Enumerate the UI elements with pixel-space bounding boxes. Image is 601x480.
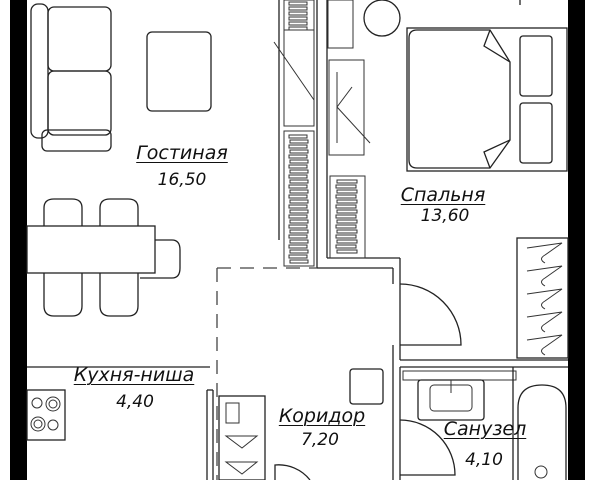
hanger-stripe [336,239,358,244]
sofa [30,3,112,152]
room-name: Кухня-ниша [73,364,195,386]
entrance-door [274,464,311,480]
hanger-stripe [288,16,308,21]
room-label-living: Гостиная [136,142,228,164]
hanger-stripe [289,199,309,204]
kitchen-cooktop [26,389,66,441]
room-name: Санузел [443,418,527,440]
bedroom-wardrobe-right [516,237,569,359]
hanger-stripe [336,179,358,184]
hanger-stripe [288,154,308,159]
hanger-stripe [289,159,309,164]
hanger-stripe [336,209,358,214]
hanger-icon [526,242,563,264]
sink [402,370,517,421]
hanger-stripe [335,194,357,199]
hanger-stripe [289,229,309,234]
hanger-icon [526,311,563,333]
bed [406,27,568,172]
hanger-stripe [289,139,309,144]
hanger-stripe [288,21,308,26]
hanger-stripe [288,184,308,189]
hanger-icon [526,334,563,356]
hanger-stripe [289,239,309,244]
hanger-stripe [288,194,308,199]
hanger-stripe [288,174,308,179]
hanger-stripe [289,179,309,184]
hanger-stripe [288,1,308,6]
hanger-stripe [335,214,357,219]
room-name: Гостиная [136,142,228,164]
hanger-stripe [288,144,308,149]
hanger-stripe [289,149,309,154]
hanger-stripe [336,189,358,194]
hanger-stripe [336,249,358,254]
hanger-stripe [288,204,308,209]
hanger-stripe [288,134,308,139]
hanger-stripe [289,169,309,174]
hanger-stripe [288,224,308,229]
corridor-wardrobe [218,395,266,480]
hanger-stripes [288,1,358,264]
room-label-bathroom: Санузел [444,418,527,440]
hanger-stripe [288,6,308,11]
hanger-stripe [336,229,358,234]
interior-walls [27,0,568,480]
left-exterior-wall [10,0,27,480]
right-exterior-wall [568,0,585,480]
room-area-kitchen: 4,40 [116,392,154,412]
hanger-stripe [288,254,308,259]
hanger-stripe [336,199,358,204]
room-name: Спальня [400,184,486,206]
round-table [363,0,401,37]
living-wardrobe [273,0,315,267]
bathtub [512,367,567,480]
bedroom-hangers [526,242,563,356]
hanger-stripe [288,214,308,219]
hanger-stripe [288,164,308,169]
bedroom-door [399,283,462,346]
room-area-living: 16,50 [157,170,207,190]
hanger-stripe [335,224,357,229]
zone-boundaries [216,267,317,480]
coffee-table [146,31,212,112]
bathroom-door [399,419,456,476]
dining-table [26,198,181,317]
hanger-stripe [289,259,309,264]
hanger-stripe [289,219,309,224]
bedroom-wardrobe [327,0,371,259]
hanger-stripe [336,219,358,224]
hanger-stripe [335,204,357,209]
room-area-corridor: 7,20 [301,430,339,450]
hanger-stripe [288,26,308,31]
hanger-icon [526,265,563,287]
room-label-corridor: Коридор [279,405,365,427]
hanger-stripe [335,234,357,239]
room-label-bedroom: Спальня [401,184,486,206]
room-name: Коридор [278,405,366,427]
hanger-icon [526,288,563,310]
hanger-stripe [289,189,309,194]
hanger-stripe [335,244,357,249]
hanger-stripe [288,244,308,249]
hanger-stripe [289,249,309,254]
pouf [349,368,384,405]
room-area-bedroom: 13,60 [420,206,470,226]
hanger-stripe [289,209,309,214]
room-label-kitchen: Кухня-ниша [74,364,195,386]
hanger-stripe [335,184,357,189]
hanger-stripe [288,234,308,239]
room-area-bathroom: 4,10 [465,450,503,470]
hanger-stripe [288,11,308,16]
